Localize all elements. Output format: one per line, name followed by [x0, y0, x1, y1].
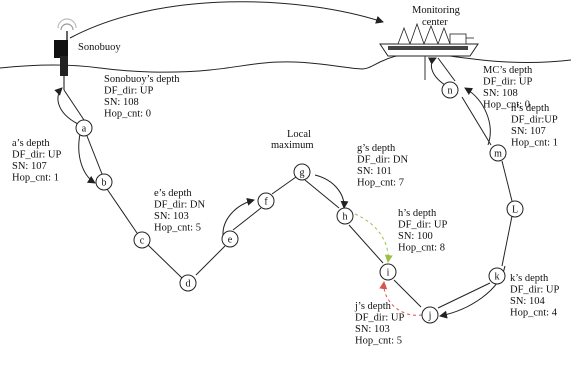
node-label: m	[494, 149, 502, 160]
info-mc-line-3: Hop_cnt: 0	[483, 100, 530, 111]
info-sonobuoy-line-0: Sonobuoy’s depth	[104, 74, 180, 85]
info-a-line-0: a’s depth	[12, 138, 50, 149]
node-label: c	[140, 236, 145, 247]
info-j-line-2: SN: 103	[355, 324, 390, 335]
info-g-line-2: SN: 101	[357, 166, 392, 177]
node-c: c	[133, 231, 151, 249]
node-h: h	[336, 207, 354, 225]
info-j-line-0: j’s depth	[354, 301, 392, 312]
node-d: d	[179, 274, 197, 292]
info-g-line-1: DF_dir: DN	[357, 155, 408, 166]
node-g: g	[293, 163, 311, 181]
node-circle	[441, 81, 459, 99]
info-e-line-2: SN: 103	[154, 211, 189, 222]
info-k-line-1: DF_dir: UP	[510, 285, 559, 296]
sonobuoy-label: Sonobuoy	[78, 42, 121, 53]
node-j: j	[421, 306, 439, 324]
info-a-line-1: DF_dir: UP	[12, 150, 61, 161]
info-g-line-3: Hop_cnt: 7	[357, 178, 404, 189]
node-label: b	[102, 178, 107, 189]
nodes-layer: a b c d e f g h i j k Lm n	[75, 81, 524, 324]
node-circle	[75, 119, 93, 137]
node-label: k	[495, 272, 500, 283]
info-k-line-0: k’s depth	[510, 273, 549, 284]
info-mc-line-0: MC’s depth	[483, 65, 533, 76]
node-f: f	[257, 192, 275, 210]
info-a-line-3: Hop_cnt: 1	[12, 173, 59, 184]
local-maximum-label-line2: maximum	[271, 140, 314, 151]
node-circle	[421, 306, 439, 324]
info-mc-line-2: SN: 108	[483, 88, 518, 99]
info-g-line-0: g’s depth	[357, 143, 396, 154]
node-label: g	[300, 168, 305, 179]
node-circle	[506, 200, 524, 218]
node-m: m	[489, 144, 507, 162]
node-e: e	[221, 230, 239, 248]
path-edges	[63, 57, 513, 309]
info-sonobuoy-line-2: SN: 108	[104, 97, 139, 108]
node-label: h	[343, 212, 348, 223]
info-h-line-2: SN: 100	[398, 231, 433, 242]
node-a: a	[75, 119, 93, 137]
monitoring-center-label-line2: center	[422, 17, 448, 28]
node-label: f	[264, 197, 268, 208]
info-sonobuoy-line-3: Hop_cnt: 0	[104, 109, 151, 120]
info-n-line-0: n’s depth	[511, 103, 550, 114]
info-e-line-3: Hop_cnt: 5	[154, 223, 201, 234]
node-b: b	[95, 173, 113, 191]
sonobuoy-icon	[54, 18, 77, 90]
info-k-line-3: Hop_cnt: 4	[510, 308, 558, 319]
node-label: n	[448, 86, 453, 97]
node-circle	[489, 144, 507, 162]
info-mc-line-1: DF_dir: UP	[483, 77, 532, 88]
node-circle	[293, 163, 311, 181]
info-e-line-1: DF_dir: DN	[154, 200, 205, 211]
node-label: d	[186, 279, 191, 290]
node-i: i	[379, 263, 397, 281]
node-circle	[95, 173, 113, 191]
info-h-line-1: DF_dir: UP	[398, 220, 447, 231]
node-circle	[179, 274, 197, 292]
info-n-line-2: SN: 107	[511, 126, 546, 137]
node-label: a	[82, 124, 87, 135]
info-a-line-2: SN: 107	[12, 161, 47, 172]
node-label: j	[428, 311, 432, 322]
info-j-line-1: DF_dir: UP	[355, 313, 404, 324]
node-k: k	[488, 267, 506, 285]
info-h-line-0: h’s depth	[398, 208, 437, 219]
uplink-arrow	[69, 1, 384, 39]
info-n-line-3: Hop_cnt: 1	[511, 138, 558, 149]
node-circle	[379, 263, 397, 281]
info-n-line-1: DF_dir:UP	[511, 115, 558, 126]
info-j-line-3: Hop_cnt: 5	[355, 336, 402, 347]
node-label: L	[512, 205, 518, 216]
info-h-line-3: Hop_cnt: 8	[398, 243, 445, 254]
monitoring-center-label-line1: Monitoring	[412, 5, 461, 16]
node-circle	[257, 192, 275, 210]
info-k-line-2: SN: 104	[510, 296, 545, 307]
info-e-line-0: e’s depth	[154, 188, 192, 199]
node-circle	[133, 231, 151, 249]
local-maximum-label-line1: Local	[287, 129, 311, 140]
node-label: e	[228, 235, 233, 246]
node-label: i	[387, 268, 390, 279]
node-circle	[221, 230, 239, 248]
node-circle	[336, 207, 354, 225]
monitoring-center-ship-icon	[379, 22, 479, 80]
node-n: n	[441, 81, 459, 99]
info-sonobuoy-line-1: DF_dir: UP	[104, 86, 153, 97]
node-L: L	[506, 200, 524, 218]
node-circle	[488, 267, 506, 285]
